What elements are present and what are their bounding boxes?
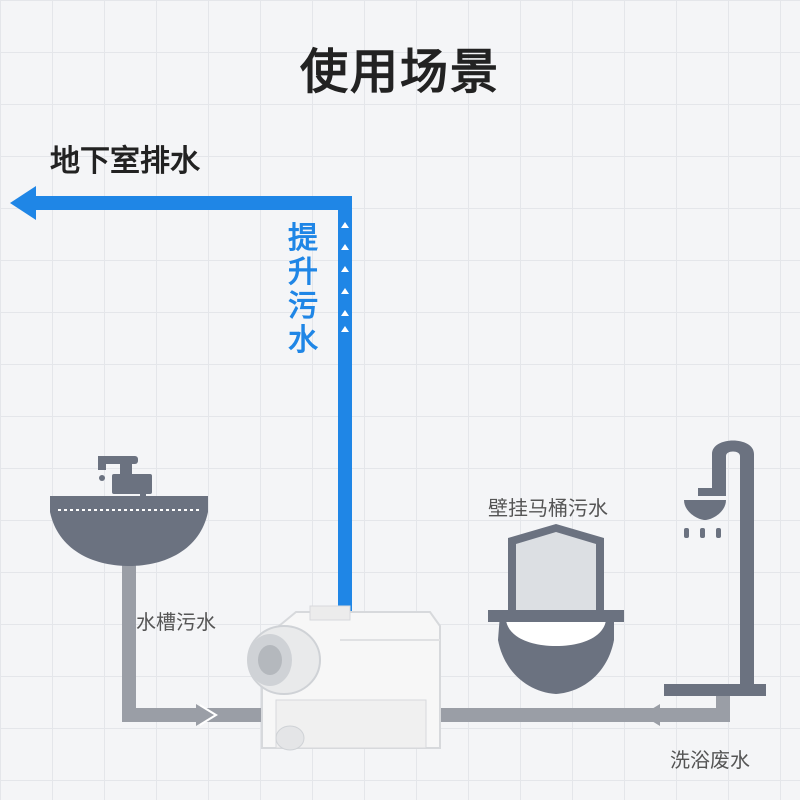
lift-sewage-label: 提 升 污 水 — [286, 222, 320, 358]
lift-char: 污 — [288, 289, 318, 324]
lift-char: 升 — [288, 255, 318, 290]
toilet-icon — [488, 524, 624, 694]
page-title: 使用场景 — [299, 44, 500, 100]
basement-drain-label: 地下室排水 — [50, 144, 200, 179]
faucet-icon — [98, 456, 152, 496]
lift-char: 提 — [288, 221, 318, 256]
sink-icon — [50, 496, 208, 566]
toilet-sewage-label: 壁挂马桶污水 — [488, 496, 608, 520]
shower-wastewater-label: 洗浴废水 — [670, 748, 750, 772]
pump-unit-icon — [247, 605, 441, 751]
sink-sewage-label: 水槽污水 — [136, 610, 216, 634]
lift-char: 水 — [288, 323, 318, 358]
arrow-up-icon — [341, 222, 349, 332]
shower-icon — [664, 440, 766, 696]
blue-pipe — [10, 186, 352, 618]
arrow-left-icon — [10, 186, 36, 220]
gray-pipe — [122, 560, 730, 726]
